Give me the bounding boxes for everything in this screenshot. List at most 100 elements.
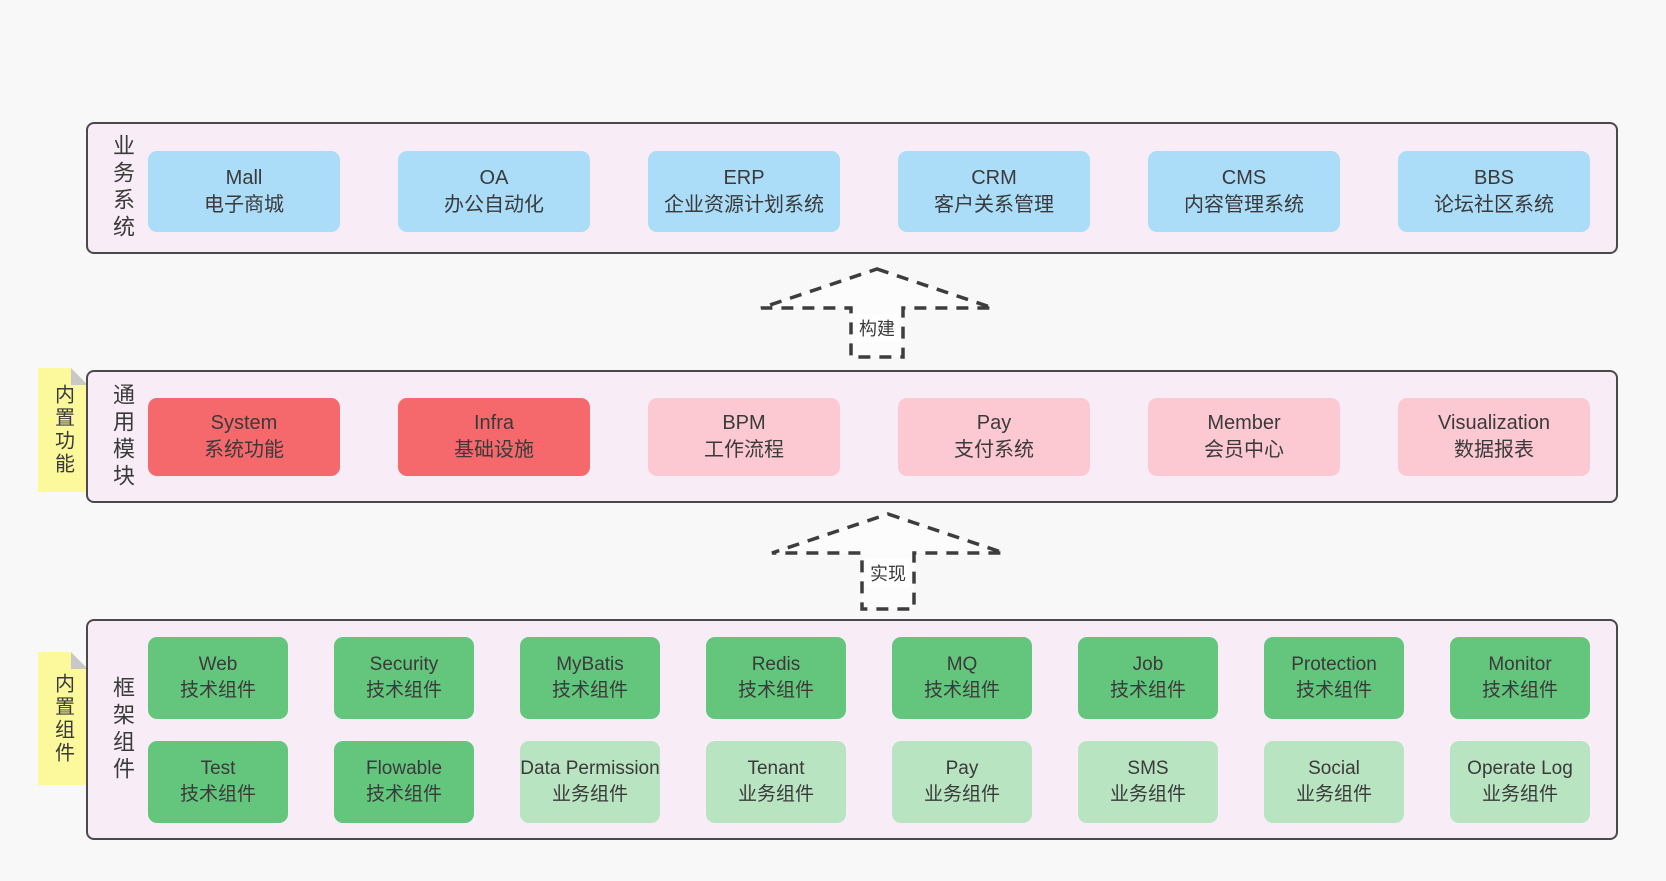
arrow-implement-label: 实现 bbox=[866, 559, 910, 587]
box-subtitle: 论坛社区系统 bbox=[1434, 193, 1554, 216]
box-subtitle: 业务组件 bbox=[1481, 784, 1558, 805]
box-title: BPM bbox=[722, 412, 766, 434]
box-subtitle: 技术组件 bbox=[551, 680, 628, 701]
box-cms: CMS 内容管理系统 bbox=[1148, 151, 1340, 232]
box-title: Data Permission bbox=[520, 758, 660, 779]
box-subtitle: 电子商城 bbox=[204, 193, 284, 216]
up-block-arrow-icon bbox=[760, 267, 994, 359]
modules-boxes-row: System 系统功能 Infra 基础设施 BPM 工作流程 Pay 支付系统… bbox=[148, 398, 1590, 476]
box-subtitle: 业务组件 bbox=[1109, 784, 1186, 805]
box-title: Social bbox=[1308, 758, 1360, 779]
box-subtitle: 数据报表 bbox=[1454, 439, 1534, 461]
box-title: Flowable bbox=[365, 758, 443, 779]
box-mall: Mall 电子商城 bbox=[148, 151, 340, 232]
box-subtitle: 系统功能 bbox=[204, 439, 284, 461]
box-flowable: Flowable 技术组件 bbox=[334, 741, 474, 823]
box-title: Test bbox=[200, 758, 236, 779]
box-title: Security bbox=[369, 654, 439, 675]
box-subtitle: 技术组件 bbox=[1481, 680, 1558, 701]
box-job: Job 技术组件 bbox=[1078, 637, 1218, 719]
box-subtitle: 业务组件 bbox=[1295, 784, 1372, 805]
components-row-1: Web 技术组件 Security 技术组件 MyBatis 技术组件 Redi… bbox=[148, 637, 1590, 719]
box-redis: Redis 技术组件 bbox=[706, 637, 846, 719]
box-subtitle: 技术组件 bbox=[737, 680, 814, 701]
box-title: System bbox=[210, 412, 278, 434]
box-subtitle: 技术组件 bbox=[179, 680, 256, 701]
box-sms: SMS 业务组件 bbox=[1078, 741, 1218, 823]
box-data-permission: Data Permission 业务组件 bbox=[520, 741, 660, 823]
box-oa: OA 办公自动化 bbox=[398, 151, 590, 232]
box-bbs: BBS 论坛社区系统 bbox=[1398, 151, 1590, 232]
box-subtitle: 技术组件 bbox=[923, 680, 1000, 701]
box-title: ERP bbox=[723, 166, 765, 189]
box-title: Tenant bbox=[747, 758, 805, 779]
box-title: SMS bbox=[1127, 758, 1169, 779]
arrow-implement: 实现 bbox=[769, 511, 1007, 612]
box-title: Mall bbox=[225, 166, 263, 189]
box-title: Infra bbox=[473, 412, 515, 434]
box-title: MyBatis bbox=[556, 654, 624, 675]
box-social: Social 业务组件 bbox=[1264, 741, 1404, 823]
box-system: System 系统功能 bbox=[148, 398, 340, 476]
box-subtitle: 工作流程 bbox=[704, 439, 784, 461]
box-title: Job bbox=[1132, 654, 1164, 675]
box-operate-log: Operate Log 业务组件 bbox=[1450, 741, 1590, 823]
box-subtitle: 技术组件 bbox=[365, 680, 442, 701]
box-pay-component: Pay 业务组件 bbox=[892, 741, 1032, 823]
band-business-systems: 业务系统 Mall 电子商城 OA 办公自动化 ERP 企业资源计划系统 CRM… bbox=[86, 122, 1618, 254]
box-title: OA bbox=[479, 166, 509, 189]
box-test: Test 技术组件 bbox=[148, 741, 288, 823]
sticky-note-built-in-components: 内置组件 bbox=[38, 652, 88, 785]
components-row-2: Test 技术组件 Flowable 技术组件 Data Permission … bbox=[148, 741, 1590, 823]
box-title: CRM bbox=[971, 166, 1017, 189]
band-business-label: 业务系统 bbox=[110, 134, 135, 242]
box-erp: ERP 企业资源计划系统 bbox=[648, 151, 840, 232]
band-framework-components: 框架组件 Web 技术组件 Security 技术组件 MyBatis 技术组件… bbox=[86, 619, 1618, 840]
box-subtitle: 客户关系管理 bbox=[934, 193, 1054, 216]
box-subtitle: 业务组件 bbox=[551, 784, 628, 805]
box-subtitle: 内容管理系统 bbox=[1184, 193, 1304, 216]
box-tenant: Tenant 业务组件 bbox=[706, 741, 846, 823]
box-subtitle: 技术组件 bbox=[1295, 680, 1372, 701]
box-infra: Infra 基础设施 bbox=[398, 398, 590, 476]
box-pay-module: Pay 支付系统 bbox=[898, 398, 1090, 476]
band-common-modules: 通用模块 System 系统功能 Infra 基础设施 BPM 工作流程 Pay… bbox=[86, 370, 1618, 503]
arrow-build: 构建 bbox=[758, 266, 996, 360]
box-subtitle: 会员中心 bbox=[1204, 439, 1284, 461]
box-title: Visualization bbox=[1438, 412, 1550, 434]
box-subtitle: 技术组件 bbox=[365, 784, 442, 805]
box-title: Redis bbox=[751, 654, 801, 675]
band-modules-label: 通用模块 bbox=[110, 382, 135, 491]
box-mq: MQ 技术组件 bbox=[892, 637, 1032, 719]
sticky-note-built-in-features: 内置功能 bbox=[38, 368, 88, 492]
box-subtitle: 技术组件 bbox=[179, 784, 256, 805]
box-subtitle: 支付系统 bbox=[954, 439, 1034, 461]
box-title: MQ bbox=[946, 654, 978, 675]
note-text: 内置功能 bbox=[51, 384, 74, 476]
box-title: Pay bbox=[945, 758, 979, 779]
box-title: Member bbox=[1207, 412, 1281, 434]
box-title: Operate Log bbox=[1467, 758, 1573, 779]
band-components-label: 框架组件 bbox=[110, 675, 135, 784]
box-mybatis: MyBatis 技术组件 bbox=[520, 637, 660, 719]
box-title: Web bbox=[198, 654, 238, 675]
box-crm: CRM 客户关系管理 bbox=[898, 151, 1090, 232]
box-protection: Protection 技术组件 bbox=[1264, 637, 1404, 719]
box-web: Web 技术组件 bbox=[148, 637, 288, 719]
box-subtitle: 业务组件 bbox=[737, 784, 814, 805]
box-monitor: Monitor 技术组件 bbox=[1450, 637, 1590, 719]
box-title: CMS bbox=[1221, 166, 1267, 189]
box-title: Protection bbox=[1291, 654, 1377, 675]
note-text: 内置组件 bbox=[51, 672, 74, 765]
box-subtitle: 技术组件 bbox=[1109, 680, 1186, 701]
box-subtitle: 业务组件 bbox=[923, 784, 1000, 805]
box-subtitle: 基础设施 bbox=[454, 439, 534, 461]
box-subtitle: 办公自动化 bbox=[444, 193, 544, 216]
box-visualization: Visualization 数据报表 bbox=[1398, 398, 1590, 476]
business-boxes-row: Mall 电子商城 OA 办公自动化 ERP 企业资源计划系统 CRM 客户关系… bbox=[148, 151, 1590, 232]
box-title: Pay bbox=[976, 412, 1012, 434]
box-member: Member 会员中心 bbox=[1148, 398, 1340, 476]
box-title: Monitor bbox=[1488, 654, 1552, 675]
box-security: Security 技术组件 bbox=[334, 637, 474, 719]
